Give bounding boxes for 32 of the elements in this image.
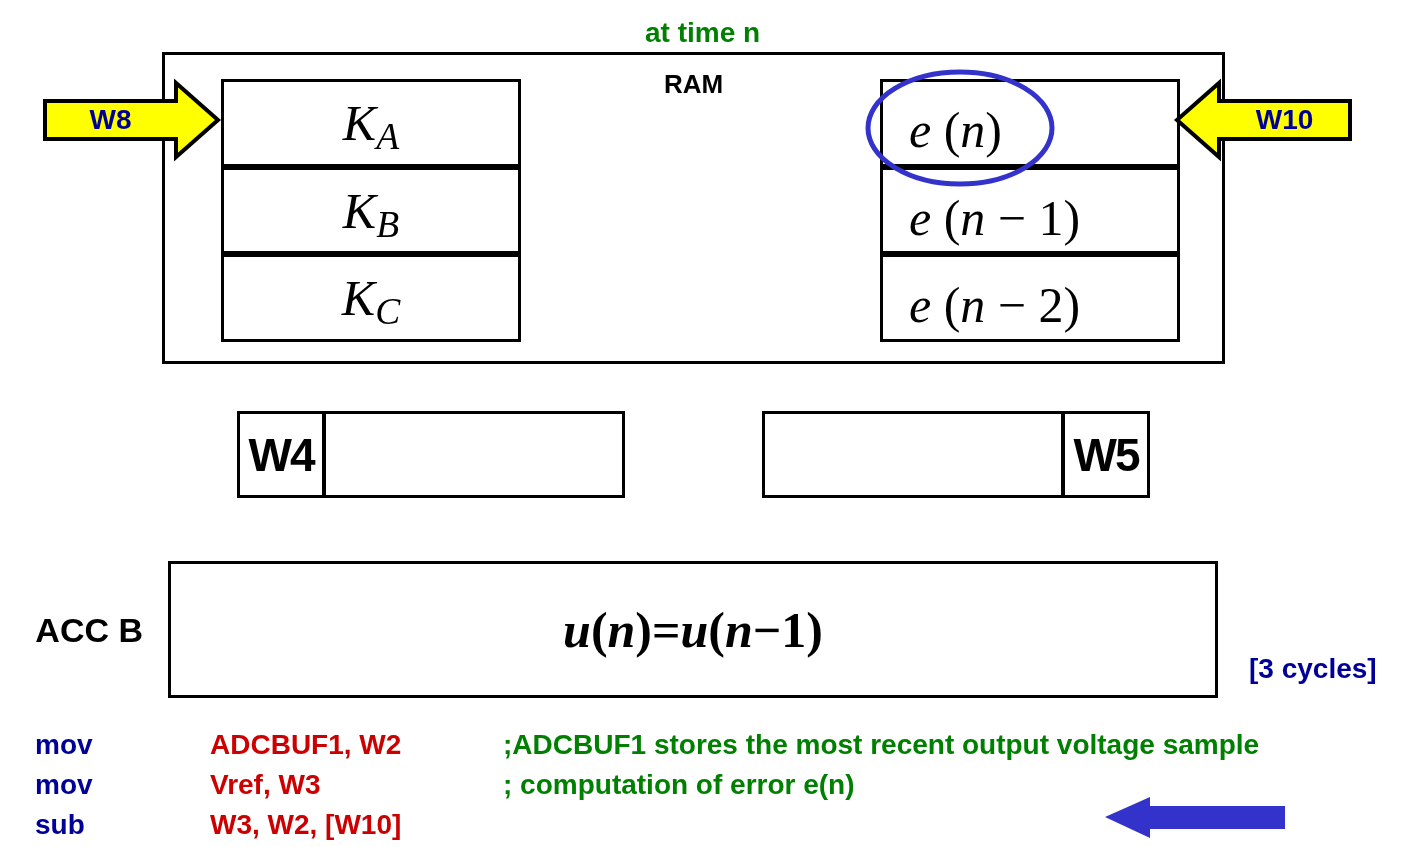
- memory-cell: [880, 167, 1180, 254]
- code-comment: ;ADCBUF1 stores the most recent output voltage sample: [503, 728, 1260, 762]
- block-arrow: [43, 78, 222, 162]
- instruction-operands: ADCBUF1, W2: [210, 728, 402, 762]
- register-field: [762, 411, 1064, 498]
- memory-cell: [221, 254, 521, 342]
- register-name: W4: [248, 431, 314, 478]
- instruction-mnemonic: mov: [35, 728, 93, 762]
- memory-cell: [221, 79, 521, 167]
- block-arrow: [1173, 78, 1352, 162]
- edge-label: W8: [89, 103, 132, 137]
- instruction-operands: W3, W2, [W10]: [210, 808, 402, 842]
- register-name: W5: [1073, 431, 1139, 478]
- memory-cell: [880, 79, 1180, 167]
- formula-text: K$_{B}$: [342, 185, 400, 236]
- register-cell: [1062, 411, 1150, 498]
- memory-block: [162, 52, 1225, 364]
- memory-cell: [880, 254, 1180, 342]
- register-cell: [237, 411, 325, 498]
- formula-text: K$_{C}$: [341, 273, 401, 323]
- register-field: [323, 411, 625, 498]
- formula-text: K$_{A}$: [342, 98, 400, 148]
- register-label: ACC B: [35, 609, 143, 650]
- instruction-mnemonic: mov: [35, 768, 93, 802]
- cycle-count: [3 cycles]: [1249, 652, 1377, 686]
- block-title: RAM: [662, 68, 725, 101]
- memory-cell: [221, 167, 521, 254]
- caption-text: at time n: [645, 16, 761, 50]
- instruction-mnemonic: sub: [35, 808, 85, 842]
- edge-label: W10: [1255, 103, 1314, 137]
- instruction-operands: Vref, W3: [210, 768, 321, 802]
- code-comment: ; computation of error e(n): [503, 768, 855, 802]
